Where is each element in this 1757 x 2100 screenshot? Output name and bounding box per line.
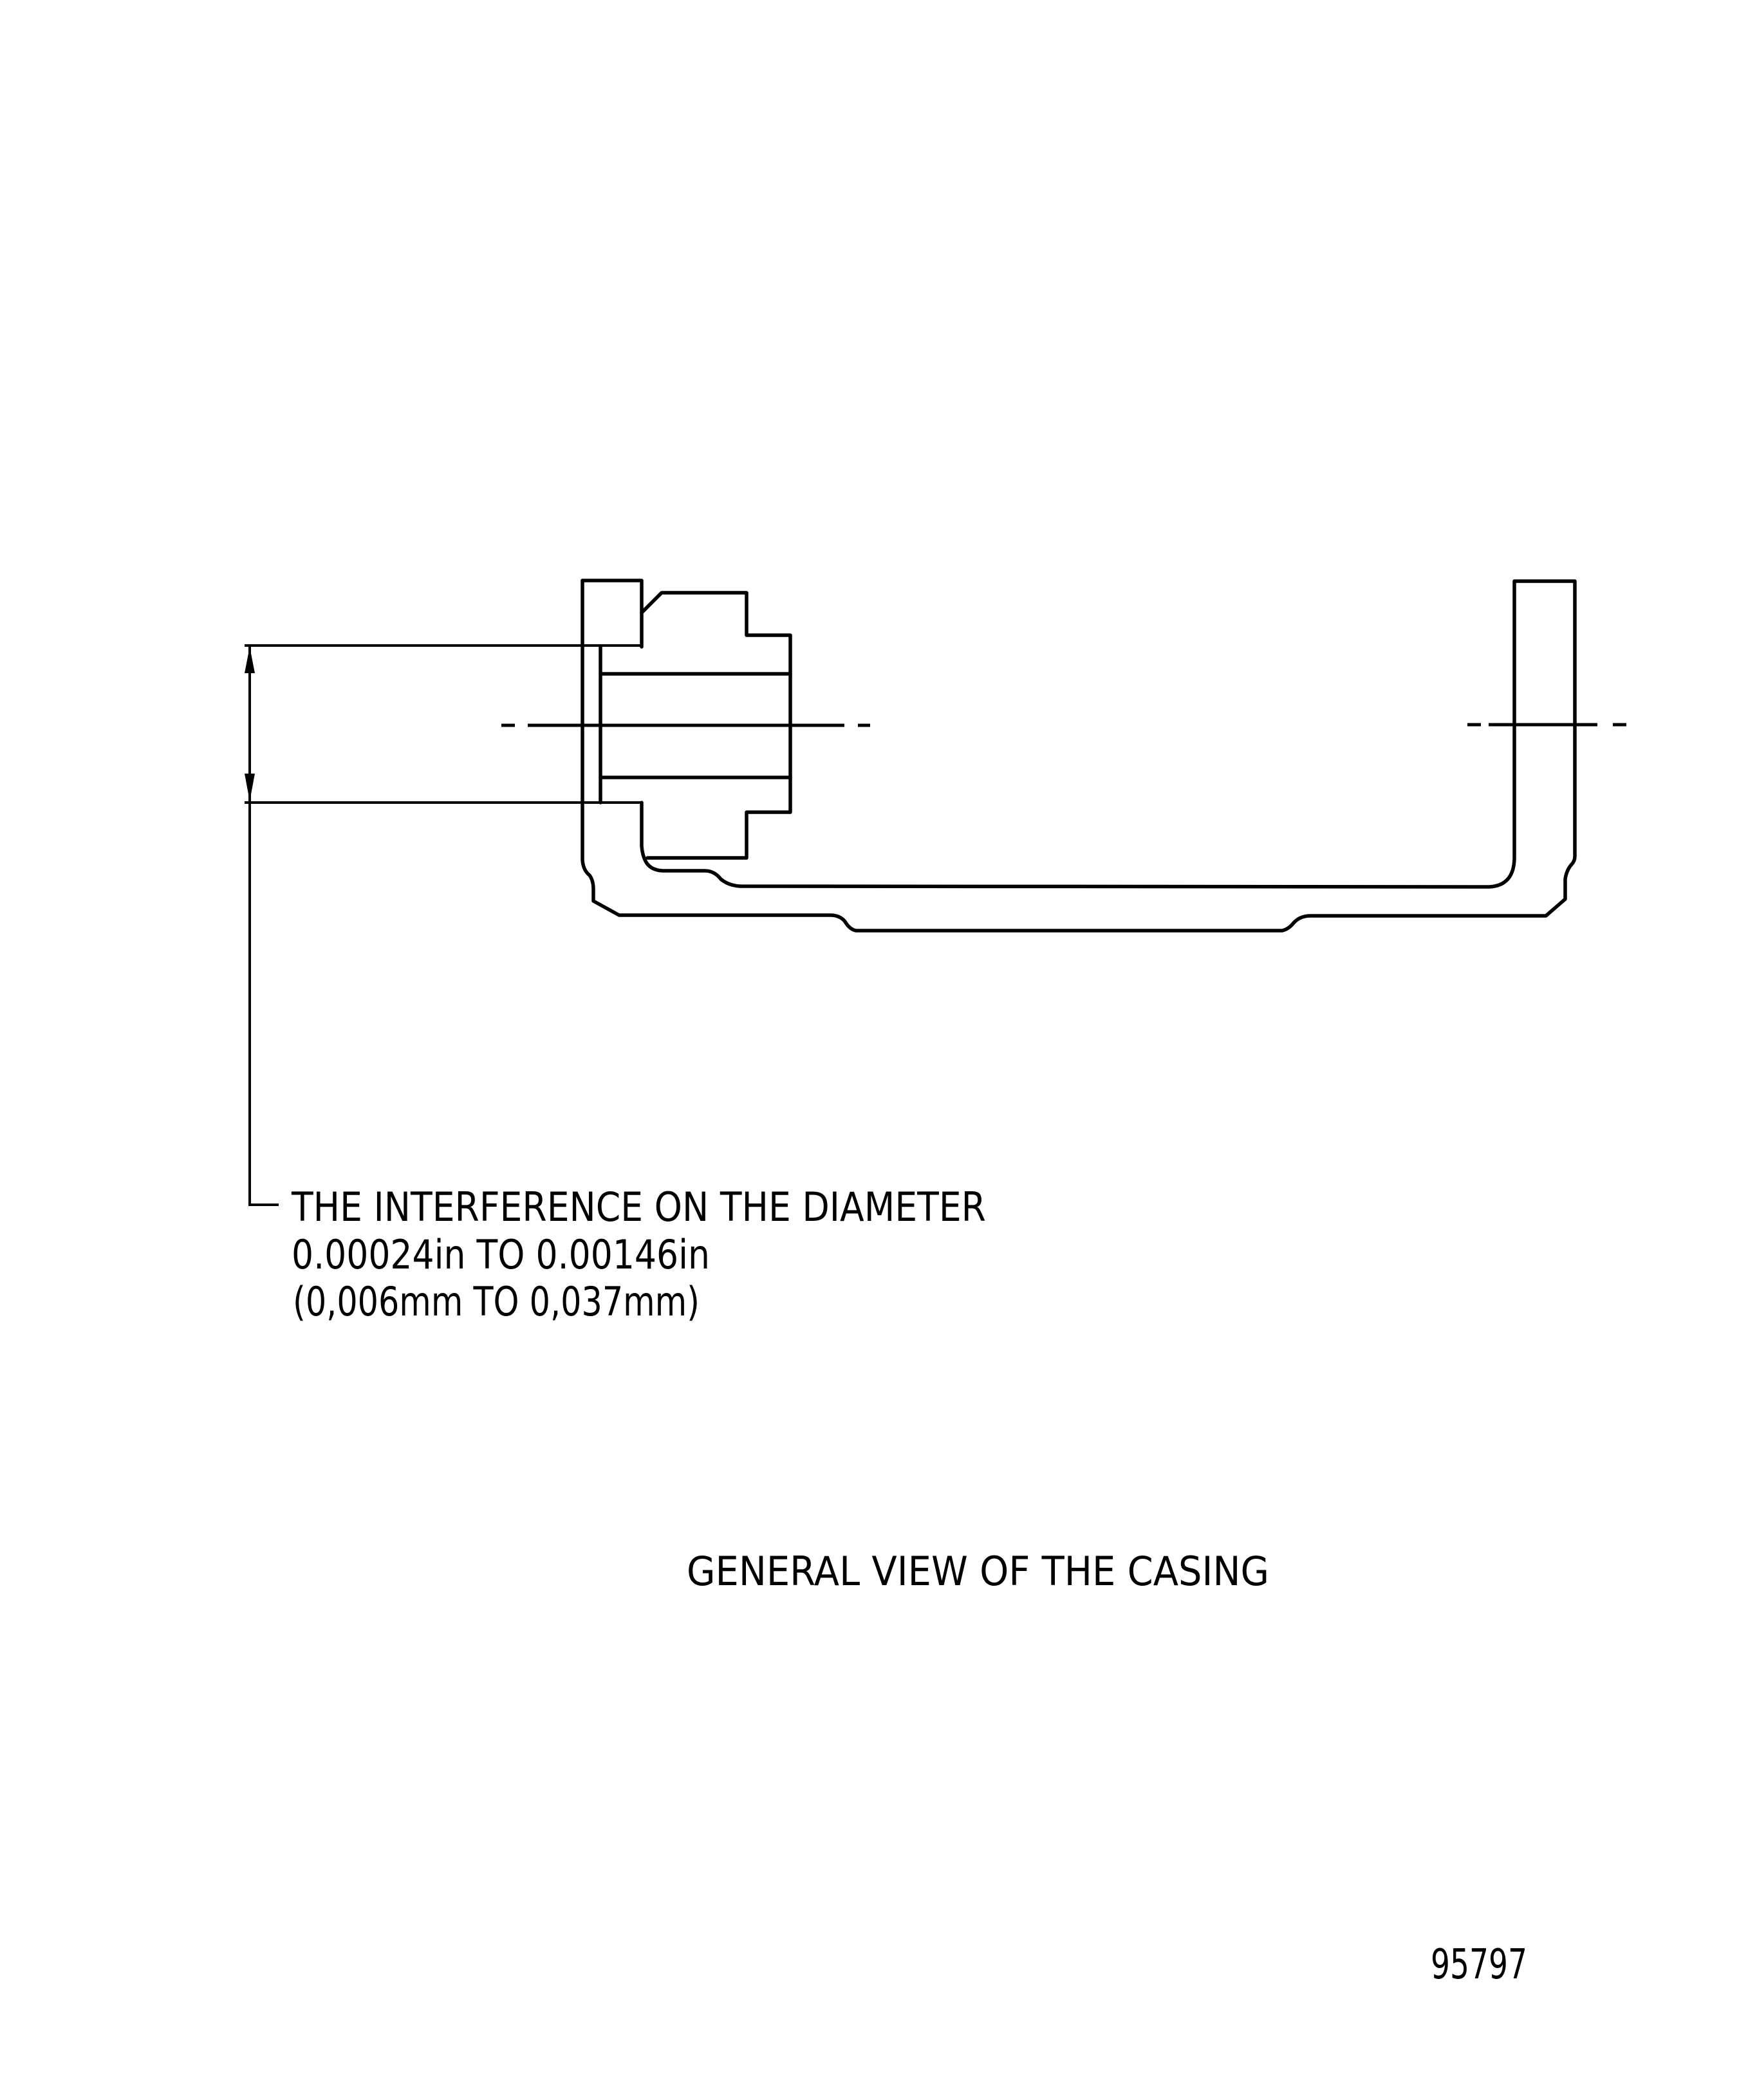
note-line-2: 0.00024in TO 0.00146in <box>292 1231 710 1278</box>
boss-upper-profile <box>640 591 792 860</box>
note-line-1: THE INTERFERENCE ON THE DIAMETER <box>291 1184 986 1231</box>
figure-title: GENERAL VIEW OF THE CASING <box>687 1548 1269 1595</box>
arrowhead-up-icon <box>245 647 255 673</box>
figure-number: 95797 <box>1431 1941 1527 1989</box>
note-line-3: (0,006mm TO 0,037mm) <box>293 1278 700 1325</box>
arrowhead-down-icon <box>245 774 255 801</box>
casing-outer-contour <box>581 579 1577 933</box>
flange-top-box <box>581 579 644 649</box>
